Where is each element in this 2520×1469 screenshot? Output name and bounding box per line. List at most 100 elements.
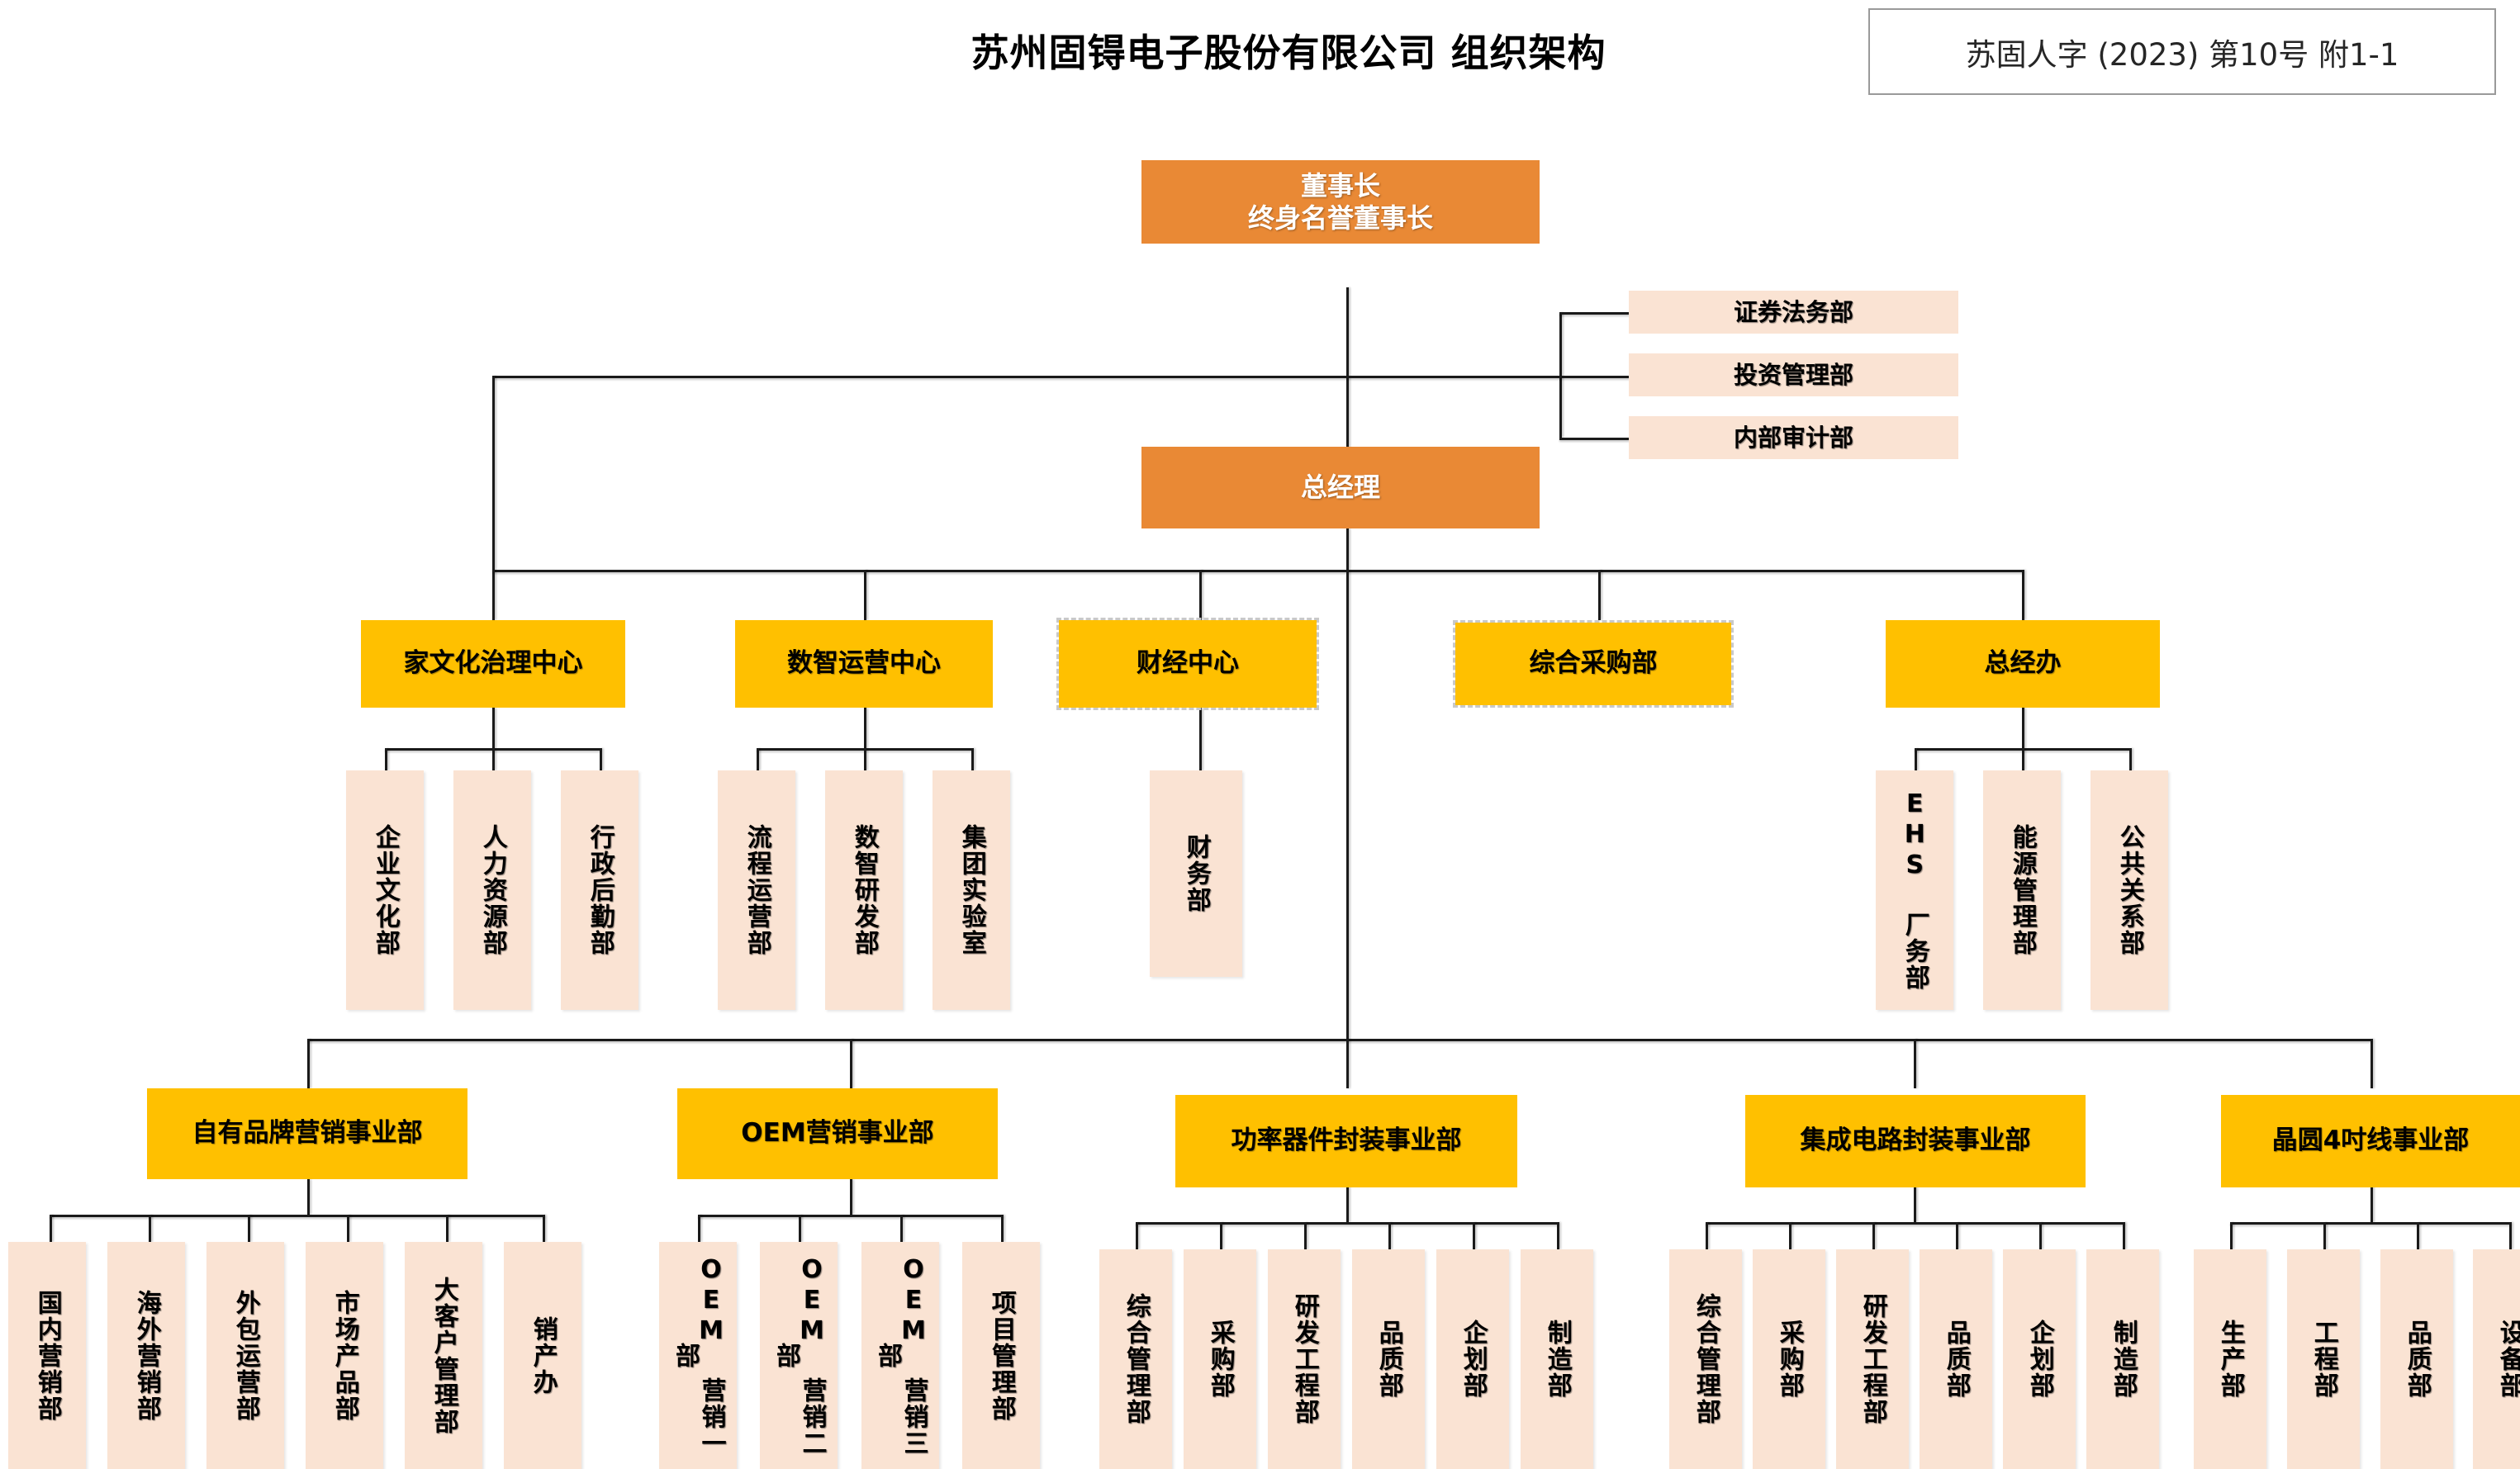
connector-center-drop-5 (2022, 570, 2024, 620)
node-staff-investment-management[interactable]: 投资管理部 (1629, 353, 1958, 396)
node-dept-key-account-management[interactable]: 大客户管理部 (405, 1242, 482, 1469)
connector-center-drop-2 (864, 570, 866, 620)
node-dept-energy-management[interactable]: 能源管理部 (1983, 770, 2061, 1010)
node-bu-ic-packaging[interactable]: 集成电路封装事业部 (1745, 1095, 2086, 1187)
node-center-family-culture[interactable]: 家文化治理中心 (361, 620, 625, 708)
connector-bu5-d2 (2323, 1222, 2326, 1249)
node-center-digital-operations[interactable]: 数智运营中心 (735, 620, 993, 708)
node-center-general-procurement[interactable]: 综合采购部 (1453, 620, 1734, 708)
node-dept-domestic-marketing[interactable]: 国内营销部 (8, 1242, 86, 1469)
node-dept-wafer-equipment[interactable]: 设备部 (2473, 1249, 2520, 1469)
node-dept-ic-planning[interactable]: 企划部 (2003, 1249, 2076, 1469)
center-label-3: 综合采购部 (1529, 648, 1658, 679)
node-dept-process-operations[interactable]: 流程运营部 (718, 770, 795, 1010)
node-dept-oem-marketing-2[interactable]: OEM 营销二部 (760, 1242, 838, 1469)
node-dept-sales-production-office[interactable]: 销产办 (504, 1242, 581, 1469)
node-chairman[interactable]: 董事长 终身名誉董事长 (1141, 160, 1540, 244)
connector-bu4-d3 (1872, 1222, 1875, 1249)
document-reference-box: 苏固人字 (2023) 第10号 附1-1 (1868, 8, 2496, 95)
node-bu-oem-marketing[interactable]: OEM营销事业部 (677, 1088, 998, 1179)
dept-label-bu3-5: 制造部 (1542, 1320, 1572, 1399)
connector-bu3-d1 (1136, 1222, 1138, 1249)
node-bu-own-brand-marketing[interactable]: 自有品牌营销事业部 (147, 1088, 467, 1179)
node-dept-market-product[interactable]: 市场产品部 (306, 1242, 383, 1469)
node-dept-pwr-quality[interactable]: 品质部 (1352, 1249, 1425, 1469)
connector-bu1-d5 (446, 1215, 448, 1242)
connector-bu5-stem (2371, 1187, 2373, 1222)
node-staff-securities-legal[interactable]: 证券法务部 (1629, 291, 1958, 334)
node-dept-pwr-general-management[interactable]: 综合管理部 (1099, 1249, 1172, 1469)
connector-gm-left-drop (492, 376, 495, 570)
node-dept-oem-marketing-1[interactable]: OEM 营销一部 (659, 1242, 737, 1469)
dept-label-bu4-3: 品质部 (1941, 1320, 1971, 1399)
dept-label-bu5-2: 品质部 (2402, 1320, 2432, 1399)
connector-center-drop-4 (1598, 570, 1601, 620)
general-manager-label: 总经理 (1300, 472, 1380, 504)
connector-bu5-d4 (2509, 1222, 2512, 1249)
node-center-gm-office[interactable]: 总经办 (1886, 620, 2160, 708)
dept-label-bu4-1: 采购部 (1774, 1320, 1804, 1399)
node-general-manager[interactable]: 总经理 (1141, 447, 1540, 528)
node-dept-finance[interactable]: 财务部 (1150, 770, 1242, 977)
node-bu-power-device-packaging[interactable]: 功率器件封装事业部 (1175, 1095, 1517, 1187)
dept-label-bu4-0: 综合管理部 (1691, 1293, 1720, 1425)
node-dept-group-laboratory[interactable]: 集团实验室 (933, 770, 1010, 1010)
connector-bu2-d4 (1001, 1215, 1004, 1242)
dept-label-c1-1: 人力资源部 (477, 824, 507, 956)
node-dept-corporate-culture[interactable]: 企业文化部 (346, 770, 424, 1010)
node-dept-pwr-rnd-engineering[interactable]: 研发工程部 (1268, 1249, 1341, 1469)
node-dept-project-management[interactable]: 项目管理部 (962, 1242, 1040, 1469)
dept-label-c2-2: 集团实验室 (956, 824, 986, 956)
connector-bu2-d1 (698, 1215, 700, 1242)
node-dept-ic-rnd-engineering[interactable]: 研发工程部 (1836, 1249, 1909, 1469)
node-dept-admin-logistics[interactable]: 行政后勤部 (561, 770, 638, 1010)
node-staff-internal-audit[interactable]: 内部审计部 (1629, 416, 1958, 459)
node-dept-digital-rnd[interactable]: 数智研发部 (825, 770, 903, 1010)
connector-bu-bus (307, 1039, 2372, 1041)
center-label-1: 数智运营中心 (787, 648, 941, 679)
node-dept-public-relations[interactable]: 公共关系部 (2091, 770, 2168, 1010)
node-dept-wafer-engineering[interactable]: 工程部 (2287, 1249, 2360, 1469)
connector-c5-drop-1 (1915, 748, 1917, 770)
connector-bu3-d2 (1220, 1222, 1222, 1249)
dept-label-bu2-3: 项目管理部 (986, 1289, 1016, 1422)
node-center-finance[interactable]: 财经中心 (1056, 618, 1319, 710)
dept-label-c1-0: 企业文化部 (370, 824, 400, 956)
bu-label-3: 集成电路封装事业部 (1800, 1125, 2031, 1156)
connector-bu3-bus (1136, 1222, 1559, 1225)
node-dept-wafer-quality[interactable]: 品质部 (2380, 1249, 2453, 1469)
connector-staff-spine (1559, 312, 1562, 438)
dept-label-bu3-3: 品质部 (1374, 1320, 1403, 1399)
connector-gm-lower-trunk (1346, 570, 1349, 1040)
dept-label-bu3-0: 综合管理部 (1121, 1293, 1151, 1425)
node-dept-ic-quality[interactable]: 品质部 (1920, 1249, 1992, 1469)
bu-label-0: 自有品牌营销事业部 (192, 1118, 423, 1149)
node-dept-overseas-marketing[interactable]: 海外营销部 (107, 1242, 185, 1469)
connector-c5-drop-2 (2022, 748, 2024, 770)
connector-bu3-d3 (1304, 1222, 1307, 1249)
bu-label-4: 晶圆4吋线事业部 (2271, 1125, 2470, 1156)
node-dept-outsourcing-operations[interactable]: 外包运营部 (206, 1242, 284, 1469)
connector-center-bus (492, 570, 2024, 572)
connector-staff-branch-2 (1559, 376, 1630, 378)
node-dept-ehs-plant-affairs[interactable]: EHS 厂务部 (1876, 770, 1953, 1010)
node-bu-wafer-4inch-line[interactable]: 晶圆4吋线事业部 (2221, 1095, 2520, 1187)
node-dept-human-resources[interactable]: 人力资源部 (453, 770, 531, 1010)
bu-label-2: 功率器件封装事业部 (1231, 1125, 1462, 1156)
node-dept-oem-marketing-3[interactable]: OEM 营销三部 (861, 1242, 939, 1469)
node-dept-wafer-production[interactable]: 生产部 (2194, 1249, 2266, 1469)
connector-c2-stem (864, 708, 866, 748)
staff-label-2: 内部审计部 (1733, 423, 1853, 452)
node-dept-pwr-planning[interactable]: 企划部 (1436, 1249, 1509, 1469)
node-dept-ic-procurement[interactable]: 采购部 (1753, 1249, 1825, 1469)
node-dept-ic-general-management[interactable]: 综合管理部 (1669, 1249, 1742, 1469)
dept-label-c2-0: 流程运营部 (742, 824, 771, 956)
node-dept-pwr-manufacturing[interactable]: 制造部 (1521, 1249, 1593, 1469)
dept-label-bu3-4: 企划部 (1458, 1320, 1488, 1399)
dept-label-bu2-0: OEM 营销一部 (671, 1254, 726, 1457)
dept-label-bu4-4: 企划部 (2024, 1320, 2054, 1399)
node-dept-ic-manufacturing[interactable]: 制造部 (2086, 1249, 2159, 1469)
connector-bu-drop-3 (1346, 1039, 1349, 1088)
node-dept-pwr-procurement[interactable]: 采购部 (1184, 1249, 1256, 1469)
